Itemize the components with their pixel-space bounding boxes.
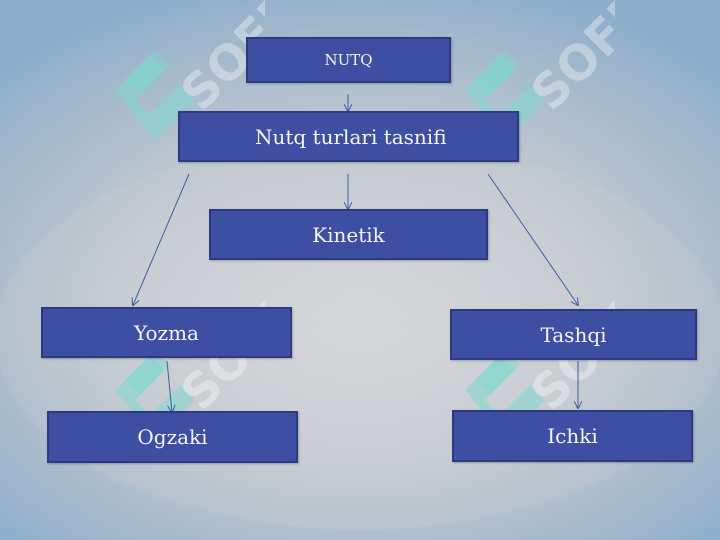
edge-written-to-oral: [166, 360, 172, 412]
node-kinetic: Kinetik: [209, 209, 488, 260]
node-external-label: Tashqi: [540, 322, 607, 347]
edge-classification-to-written: [133, 173, 190, 305]
node-external: Tashqi: [450, 309, 697, 360]
node-internal-label: Ichki: [547, 424, 598, 448]
node-written-label: Yozma: [134, 320, 199, 345]
node-oral-label: Ogzaki: [137, 425, 208, 449]
node-kinetic-label: Kinetik: [312, 222, 385, 247]
node-classification: Nutq turlari tasnifi: [178, 111, 519, 162]
node-classification-label: Nutq turlari tasnifi: [255, 124, 447, 149]
node-written: Yozma: [41, 307, 292, 358]
node-nutq-label: NUTQ: [324, 51, 373, 69]
node-oral: Ogzaki: [47, 411, 298, 463]
edge-classification-to-external: [487, 173, 578, 305]
node-nutq: NUTQ: [246, 37, 451, 83]
node-internal: Ichki: [452, 410, 693, 462]
